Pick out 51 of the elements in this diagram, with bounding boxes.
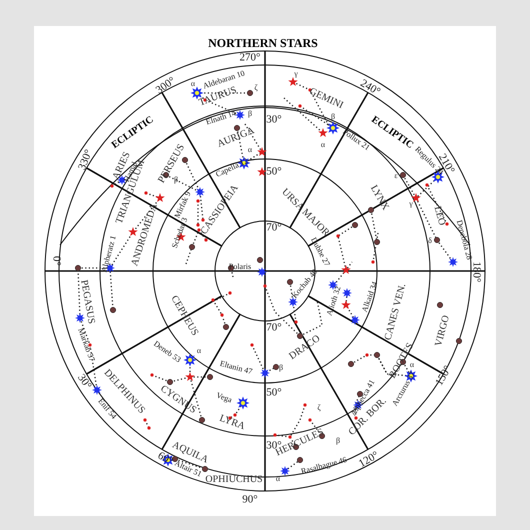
degree-label: 60° [156,450,174,468]
greek-letter: β [336,437,340,445]
degree-label: 50° [266,388,282,398]
star-name: Eltanin 47 [218,360,254,376]
degree-label: 300° [154,76,178,96]
star-name: Rasalhague 46 [300,456,348,476]
star-name: Markab 57 [76,327,96,363]
degree-label: 70° [266,322,282,334]
star-name: Alpheratz 1 [100,234,118,274]
constellation-name: CANES VEN. [384,282,408,342]
degree-label: 270° [240,52,260,64]
star-name: Alkaid 34 [360,280,380,314]
greek-letter: β [278,364,284,372]
degree-label: 90° [242,494,258,506]
star-name: Elnath 14 [205,109,237,127]
greek-letter: α [320,141,326,149]
degree-label: 240° [358,78,382,98]
degree-label: 70° [266,222,282,234]
star-name: Denebola 28 [454,219,474,261]
degree-label: 330° [76,148,96,172]
degree-label: 50° [266,166,282,178]
greek-letter: γ [409,200,413,208]
degree-label: 30° [75,372,93,392]
greek-letter: ε [394,172,398,180]
star-name: Vega [215,392,233,404]
star-name: Alioth 32 [326,285,342,317]
greek-letter: α [248,146,252,154]
greek-letter: α [276,475,280,483]
degree-label: 30° [266,114,282,126]
greek-letter: α [410,361,414,369]
greek-letter: β [330,113,336,121]
chart-title: NORTHERN STARS [208,37,318,49]
degree-label: 180° [470,262,482,282]
degree-label: 0° [50,256,62,266]
greek-letter: γ [294,70,298,78]
star-name: Dubhe 27 [309,236,331,268]
star-name: Polaris [228,263,252,271]
greek-letter: ζ [254,84,258,92]
constellation-name: LYRA [218,414,246,432]
degree-label: 120° [357,450,381,470]
greek-letter: δ [428,237,432,245]
star-name: Capella 12 [214,157,250,179]
constellation-name: LEO [432,205,446,227]
constellation-name: OPHIUCHUS [205,475,263,485]
greek-letter: ζ [317,404,321,412]
greek-letter: α [190,80,196,88]
constellation-name: PEGASUS [78,279,96,325]
greek-letter: β [248,110,252,118]
constellation-name: VIRGO [434,314,452,348]
greek-letter: α [196,347,202,355]
star-name: Schedar 3 [170,216,190,250]
